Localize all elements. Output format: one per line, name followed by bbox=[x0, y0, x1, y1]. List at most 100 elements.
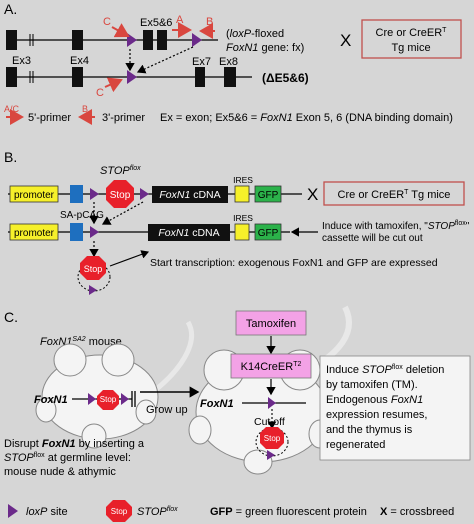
delta-e56-label: (ΔE5&6) bbox=[262, 71, 309, 85]
ires-box bbox=[234, 185, 250, 203]
loxp-triangle-icon bbox=[127, 33, 137, 47]
gfp-label: GFP bbox=[258, 190, 279, 201]
fx-gene-label-line2: FoxN1 gene: fx) bbox=[226, 42, 304, 54]
k14-creer-box bbox=[230, 353, 312, 379]
cre-tg-label: Cre or CreERT Tg mice bbox=[338, 189, 451, 201]
legend-stop-sign-label: Stop bbox=[111, 507, 128, 516]
excised-loop bbox=[77, 262, 111, 292]
disrupt-line1: Disrupt FoxN1 by inserting a bbox=[4, 438, 145, 450]
ex4-label: Ex4 bbox=[70, 55, 89, 67]
promoter-label: promoter bbox=[14, 228, 55, 239]
transcription-arrow bbox=[109, 250, 150, 267]
stop-sign-icon bbox=[106, 180, 134, 208]
legend-b-label: B bbox=[82, 104, 88, 114]
loxp-triangle-icon bbox=[90, 188, 99, 200]
panel-b: B. STOPflox promoter Stop FoxN1 cDNA IRE… bbox=[4, 149, 470, 295]
sa-pcag-label: SA-pCAG bbox=[60, 210, 104, 221]
loxp-triangle-icon bbox=[88, 393, 96, 405]
panel-c-letter: C. bbox=[4, 309, 18, 325]
bottom-legend: loxP site Stop STOPflox GFP = green fluo… bbox=[8, 500, 454, 522]
cross-symbol: X bbox=[307, 185, 318, 204]
foxn1-cdna-label: FoxN1 cDNA bbox=[159, 189, 220, 201]
stop-right-label: Stop bbox=[264, 434, 281, 443]
primer-arrow-icon bbox=[104, 77, 123, 93]
loxp-triangle-icon bbox=[89, 285, 97, 295]
legend-loxp-label: loxP site bbox=[26, 506, 68, 518]
ires-label: IRES bbox=[233, 213, 253, 223]
legend-ac-label: A/C bbox=[4, 104, 20, 114]
deletion-arrow bbox=[136, 46, 194, 74]
loxp-triangle-icon bbox=[90, 226, 99, 238]
sa-pcag-box bbox=[70, 223, 83, 241]
gfp-box bbox=[254, 185, 282, 203]
legend-exon-text: Ex = exon; Ex5&6 = FoxN1 Exon 5, 6 (DNA … bbox=[160, 112, 453, 124]
cut-off-label: Cut off bbox=[254, 416, 285, 428]
cre-tg-box bbox=[323, 181, 465, 206]
exon3-block bbox=[6, 67, 17, 87]
loxp-triangle-icon bbox=[140, 188, 149, 200]
cre-tg-line2: Tg mice bbox=[391, 42, 430, 54]
disrupt-line2: STOPflox at germline level: bbox=[4, 452, 131, 464]
cross-symbol: X bbox=[340, 31, 351, 50]
panel-b-letter: B. bbox=[4, 149, 17, 165]
stop-sign-icon bbox=[260, 427, 284, 449]
induce-c-line2: by tamoxifen (TM). bbox=[326, 379, 418, 391]
foxn1-cdna-box bbox=[152, 186, 228, 203]
legend-5p-label: 5'-primer bbox=[28, 112, 71, 124]
promoter-label: promoter bbox=[14, 190, 55, 201]
tamoxifen-box bbox=[235, 310, 307, 336]
stop-flox-label: STOPflox bbox=[100, 165, 141, 177]
promoter-box bbox=[9, 223, 59, 241]
exon5-block bbox=[143, 30, 153, 50]
loxp-triangle-icon bbox=[121, 393, 129, 405]
stop-sign-label: Stop bbox=[84, 264, 103, 274]
panel-a: A. Ex3 Ex4 Ex5&6 C A B (loxP-floxed FoxN… bbox=[4, 1, 462, 125]
gfp-box bbox=[254, 223, 282, 241]
foxn1-cdna-label: FoxN1 cDNA bbox=[158, 227, 219, 239]
stop-sign-label: Stop bbox=[110, 190, 131, 201]
induce-line1: Induce with tamoxifen, "STOPflox" bbox=[322, 220, 470, 232]
promoter-box bbox=[9, 185, 59, 203]
panel-c: C. FoxN1SA2 mouse FoxN1 Stop Disrupt Fox… bbox=[4, 305, 471, 478]
loxp-triangle-icon bbox=[8, 504, 18, 518]
gfp-label: GFP bbox=[258, 228, 279, 239]
stop-left-label: Stop bbox=[100, 395, 117, 404]
exon4-block bbox=[72, 30, 83, 50]
fx-gene-label-line1: (loxP-floxed bbox=[226, 28, 284, 40]
loxp-triangle-icon bbox=[127, 70, 137, 84]
foxn1-cdna-box bbox=[148, 224, 230, 241]
induce-line2: cassette will be cut out bbox=[322, 233, 423, 244]
stop-sign-icon bbox=[97, 390, 119, 410]
legend-crossbreed-label: X = crossbreed bbox=[380, 506, 454, 518]
cre-tg-line1: Cre or CreERT bbox=[376, 27, 448, 39]
primer-c1-label: C bbox=[103, 16, 111, 28]
foxn1-left-label: FoxN1 bbox=[34, 394, 68, 406]
disrupt-line3: mouse nude & athymic bbox=[4, 466, 116, 478]
exon7-block bbox=[195, 67, 205, 87]
primer-arrow-icon bbox=[111, 23, 130, 38]
ires-box bbox=[234, 223, 250, 241]
ires-label: IRES bbox=[233, 175, 253, 185]
loxp-triangle-icon bbox=[192, 33, 202, 47]
induce-text-box bbox=[319, 355, 471, 461]
ex7-label: Ex7 bbox=[192, 56, 211, 68]
induce-c-line3: Endogenous FoxN1 bbox=[326, 394, 423, 406]
exon4-block bbox=[72, 67, 83, 87]
foxn1-right-label: FoxN1 bbox=[200, 398, 234, 410]
induce-c-line1: Induce STOPflox deletion bbox=[326, 364, 444, 376]
excised-loop bbox=[255, 427, 289, 457]
exon3-block bbox=[6, 30, 17, 50]
k14-creer-label: K14CreERT2 bbox=[241, 361, 302, 373]
stop-sign-icon bbox=[80, 256, 106, 280]
ex3-label: Ex3 bbox=[12, 55, 31, 67]
legend-stopflox-label: STOPflox bbox=[137, 506, 178, 518]
cre-tg-box bbox=[361, 19, 462, 59]
loxp-triangle-icon bbox=[267, 450, 275, 460]
stop-sign-icon bbox=[106, 500, 132, 522]
tamoxifen-label: Tamoxifen bbox=[246, 318, 296, 330]
primer-a-label: A bbox=[176, 14, 184, 26]
loxp-triangle-icon bbox=[268, 397, 276, 409]
ex8-label: Ex8 bbox=[219, 56, 238, 68]
legend-gfp-label: GFP = green fluorescent protein bbox=[210, 506, 367, 518]
